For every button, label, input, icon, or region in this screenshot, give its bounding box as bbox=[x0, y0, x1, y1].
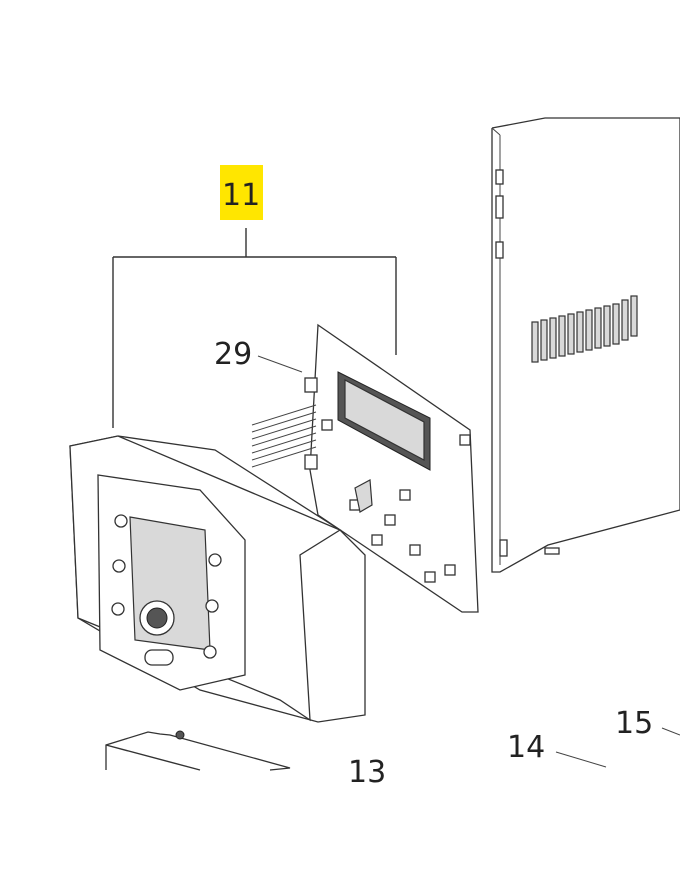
leader-15 bbox=[661, 727, 680, 736]
ribbon-cable bbox=[251, 404, 317, 468]
vent-slots bbox=[531, 295, 638, 363]
boiler-casing bbox=[491, 117, 680, 573]
callout-highlight bbox=[220, 165, 263, 220]
crop-mask bbox=[0, 792, 680, 890]
assembly-bracket bbox=[112, 228, 397, 428]
callout-14[interactable]: 14 bbox=[507, 730, 545, 765]
leader-29 bbox=[257, 355, 303, 373]
control-panel bbox=[69, 435, 366, 723]
circuit-board bbox=[251, 323, 479, 613]
leader-14 bbox=[555, 751, 607, 768]
callout-29[interactable]: 29 bbox=[214, 337, 252, 372]
lower-bracket bbox=[105, 730, 291, 771]
callout-13[interactable]: 13 bbox=[348, 755, 386, 790]
callout-11[interactable]: 11 bbox=[222, 178, 260, 213]
callout-15[interactable]: 15 bbox=[615, 706, 653, 741]
